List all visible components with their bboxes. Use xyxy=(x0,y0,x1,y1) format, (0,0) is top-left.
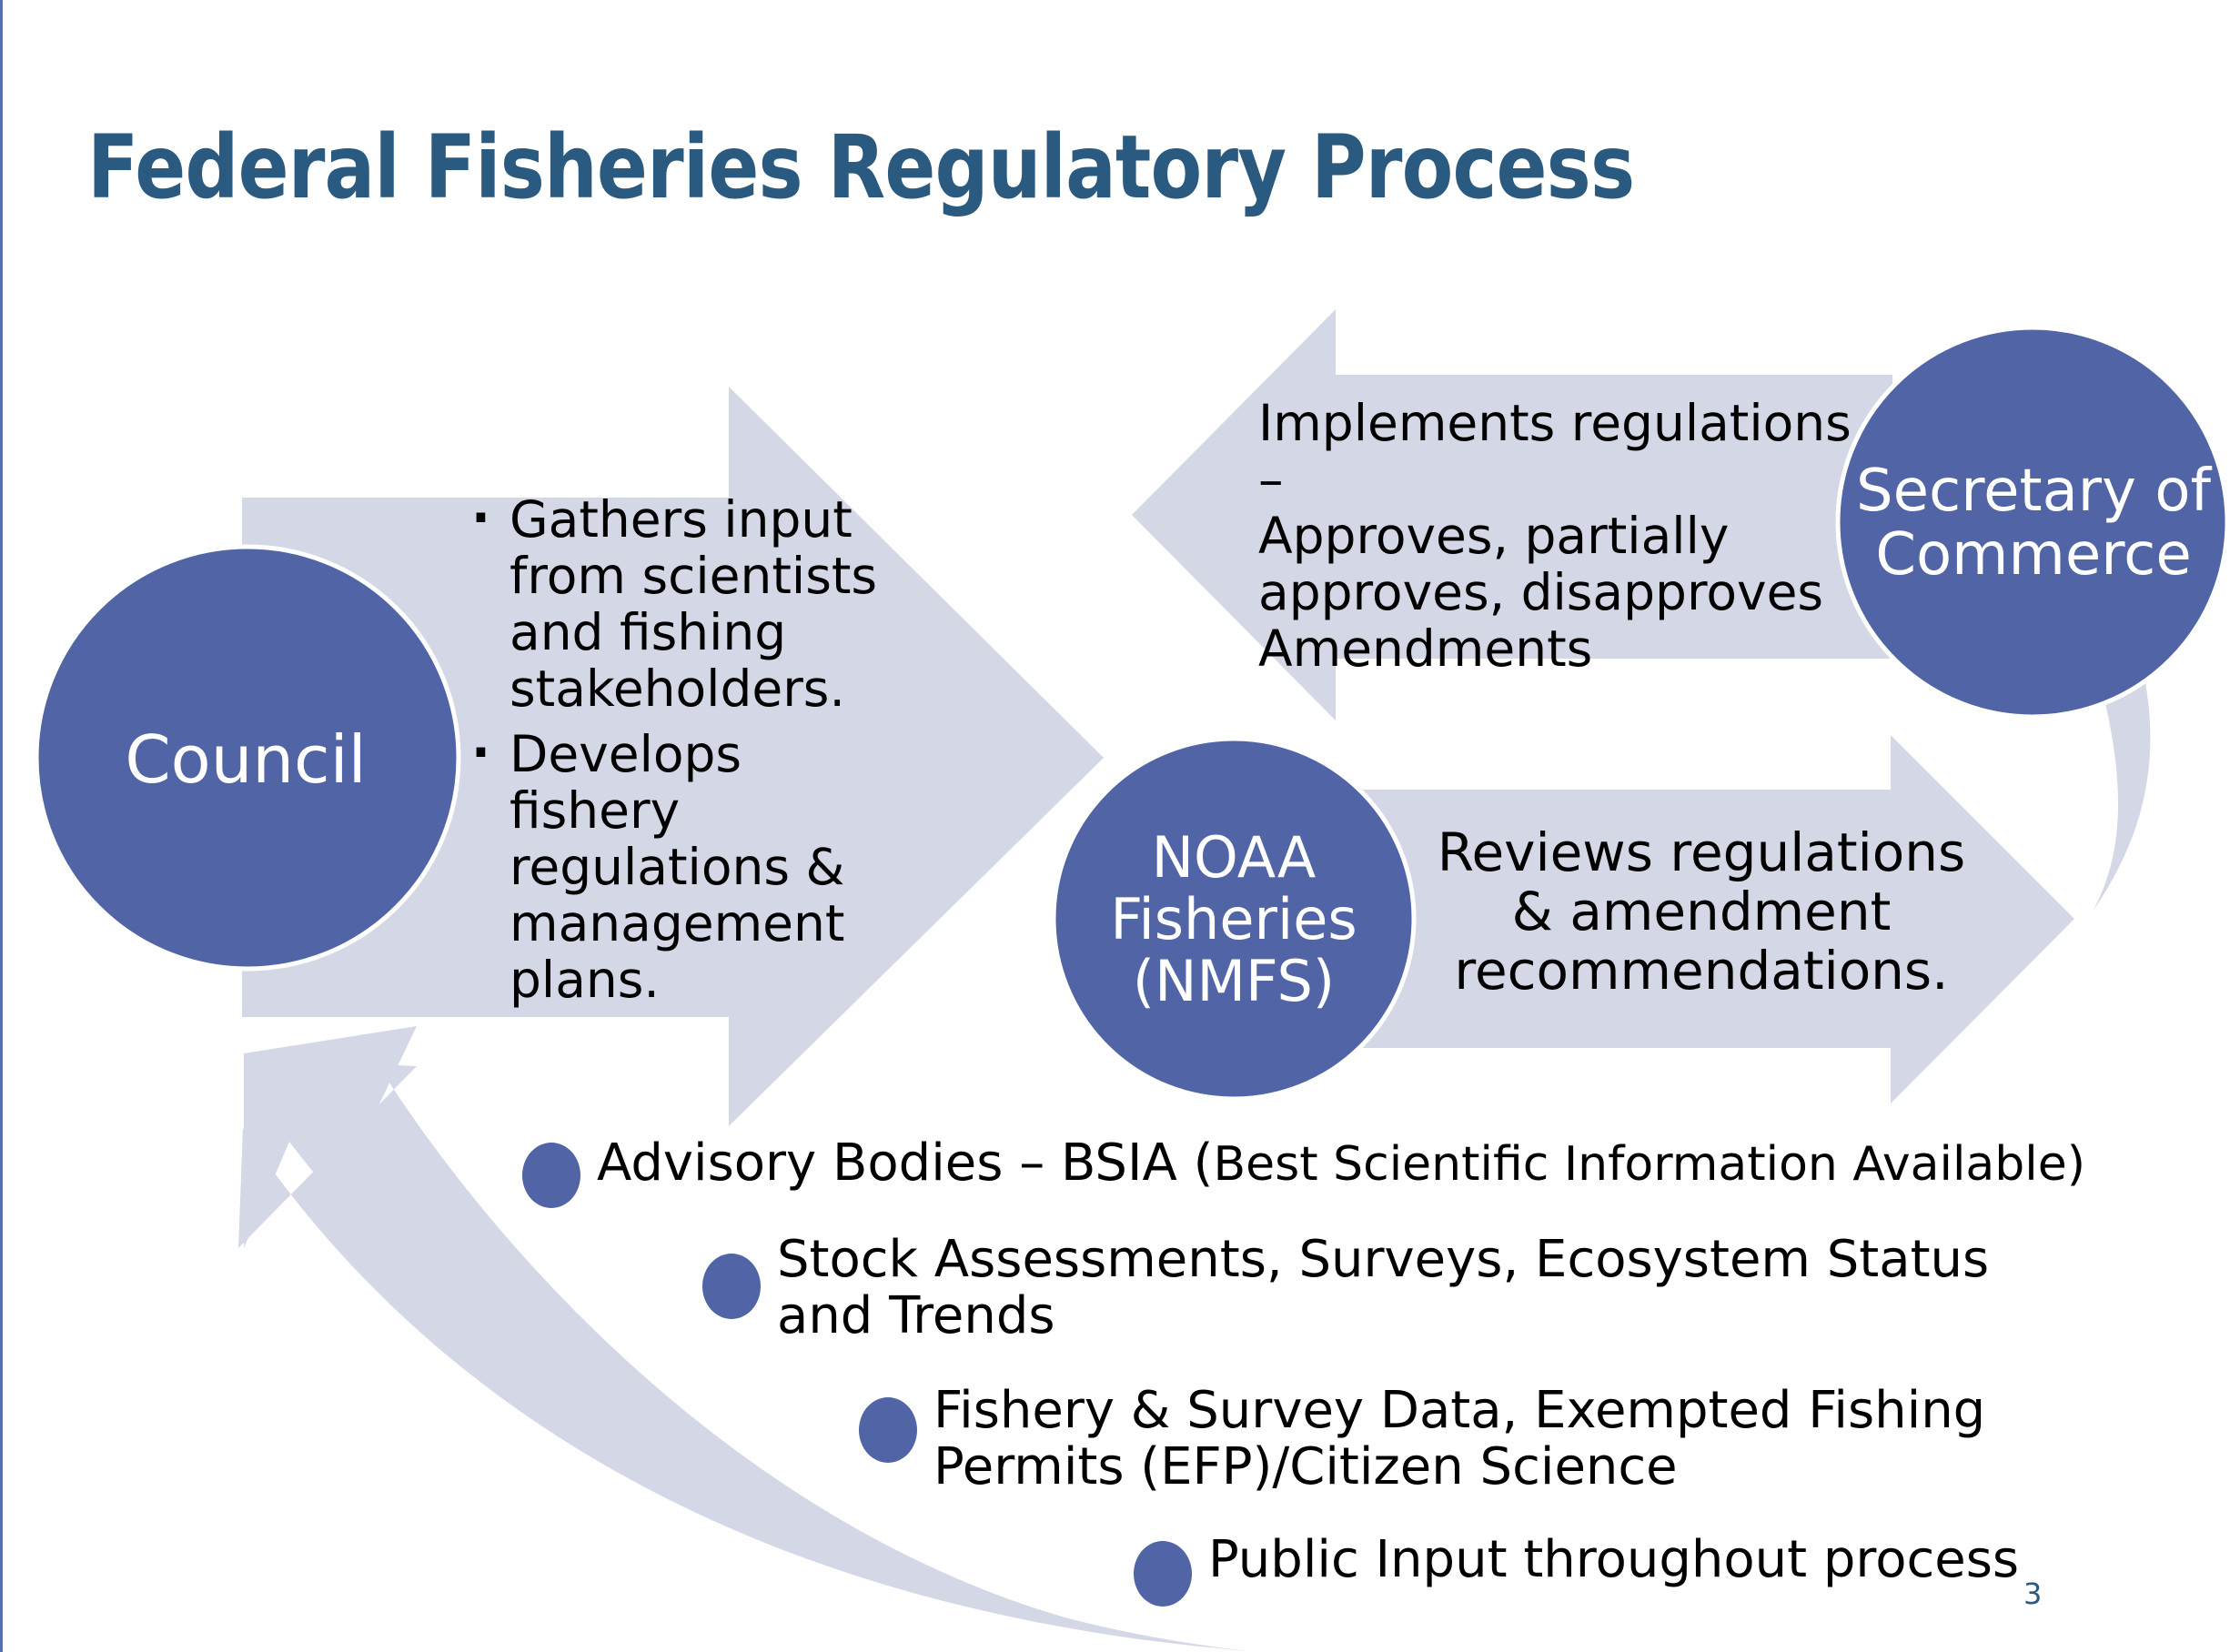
noaa-label-line: (NMFS) xyxy=(1132,948,1336,1014)
secretary-description-line: Implements regulations – xyxy=(1258,394,1852,509)
council-label: Council xyxy=(55,710,437,810)
noaa-description: Reviews regulations & amendment recommen… xyxy=(1437,821,1966,1002)
slide-title: Federal Fisheries Regulatory Process xyxy=(87,116,1635,218)
input-line: and Trends xyxy=(777,1286,1055,1345)
input-item-fishery-data: Fishery & Survey Data, Exempted Fishing … xyxy=(859,1383,1985,1496)
noaa-review-arrow xyxy=(1356,735,2074,1103)
curved-arrow-to-council xyxy=(238,1064,1248,1651)
secretary-implements-arrow xyxy=(1132,309,1892,720)
input-detail-text: Best Scientific Information Available) xyxy=(1213,1137,2086,1192)
noaa-label-line: Fisheries xyxy=(1110,886,1357,952)
input-main-text: Advisory Bodies – BSIA ( xyxy=(597,1133,1214,1193)
secretary-label-line: Commerce xyxy=(1875,521,2192,589)
bullet-dot-icon xyxy=(522,1143,580,1208)
council-bullet: Gathers input from scientists and fishin… xyxy=(466,489,884,717)
page-number: 3 xyxy=(2023,1576,2043,1611)
secretary-circle xyxy=(1835,325,2230,720)
input-item-stock-assessments: Stock Assessments, Surveys, Ecosystem St… xyxy=(702,1232,1989,1345)
input-item-public-input: Public Input throughout process xyxy=(1134,1532,2019,1607)
curved-arrow-to-council-head xyxy=(244,1026,1248,1651)
council-bullet: Develops fishery regulations & managemen… xyxy=(466,724,884,1008)
secretary-label: Secretary of Commerce xyxy=(1838,455,2229,591)
input-line: Public Input throughout process xyxy=(1208,1530,2020,1589)
council-bullets: Gathers input from scientists and fishin… xyxy=(466,489,884,1008)
input-line: Permits (EFP)/Citizen Science xyxy=(933,1437,1678,1496)
secretary-description-line: approves, disapproves xyxy=(1258,563,1824,621)
input-item-advisory-bodies: Advisory Bodies – BSIA (Best Scientific … xyxy=(522,1135,2085,1208)
noaa-label: NOAA Fisheries (NMFS) xyxy=(1065,815,1403,1024)
council-circle xyxy=(34,544,461,972)
secretary-label-line: Secretary of xyxy=(1856,458,2211,525)
council-label-text: Council xyxy=(125,721,367,798)
noaa-circle xyxy=(1051,736,1417,1102)
secretary-description-line: Approves, partially xyxy=(1258,507,1730,565)
bullet-dot-icon xyxy=(1134,1541,1192,1607)
bullet-dot-icon xyxy=(702,1254,761,1319)
input-line: Fishery & Survey Data, Exempted Fishing xyxy=(933,1381,1986,1440)
input-line: Stock Assessments, Surveys, Ecosystem St… xyxy=(777,1230,1990,1289)
noaa-label-line: NOAA xyxy=(1151,824,1317,891)
slide-left-rule xyxy=(0,0,3,1652)
secretary-description: Implements regulations – Approves, parti… xyxy=(1258,395,1877,677)
secretary-description-line: Amendments xyxy=(1258,620,1593,678)
bullet-dot-icon xyxy=(859,1397,917,1463)
